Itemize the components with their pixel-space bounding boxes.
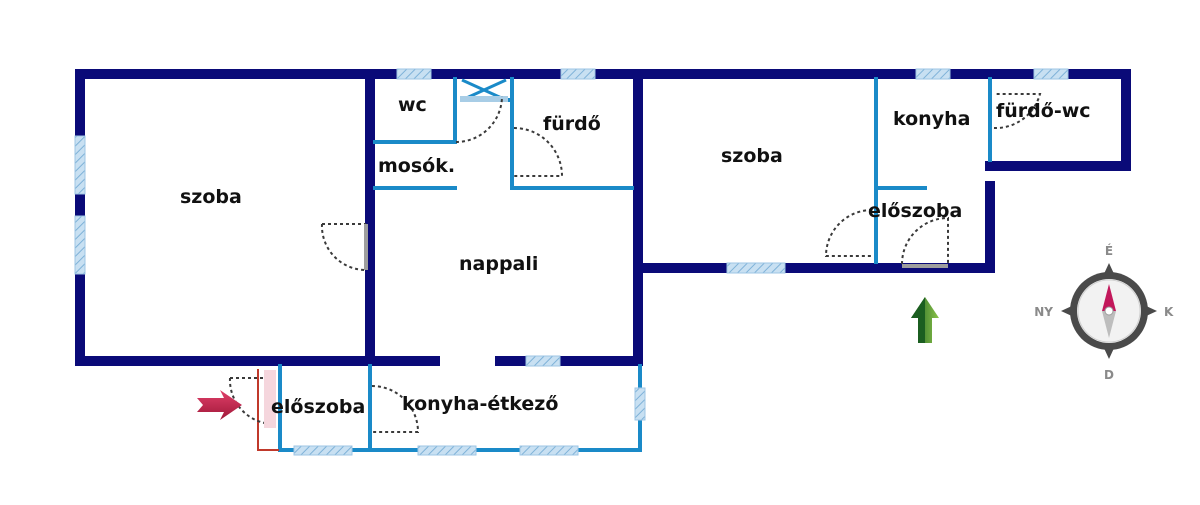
room-label-furdo: fürdő	[543, 113, 601, 135]
entrance-arrow-icon	[197, 390, 242, 420]
windows	[74, 68, 1069, 456]
compass-icon	[1061, 263, 1157, 359]
compass-north-label: É	[1105, 243, 1113, 258]
compass-east-label: K	[1164, 305, 1174, 319]
room-label-nappali: nappali	[459, 253, 538, 275]
room-label-wc: wc	[398, 94, 427, 116]
entrance-threshold	[264, 370, 276, 428]
room-label-szoba-left: szoba	[180, 186, 242, 208]
room-label-eloszoba-bottom: előszoba	[271, 396, 365, 418]
room-label-eloszoba-right: előszoba	[868, 200, 962, 222]
room-label-szoba-right: szoba	[721, 145, 783, 167]
room-label-konyha: konyha	[893, 108, 970, 130]
vent-bar	[460, 96, 508, 102]
north-arrow-icon	[911, 297, 939, 343]
room-label-mosok: mosók.	[378, 155, 455, 177]
room-label-furdo-wc: fürdő-wc	[996, 100, 1091, 122]
room-label-konyha-etkezo: konyha-étkező	[402, 393, 558, 415]
compass-west-label: NY	[1034, 305, 1053, 319]
compass-south-label: D	[1104, 368, 1114, 382]
